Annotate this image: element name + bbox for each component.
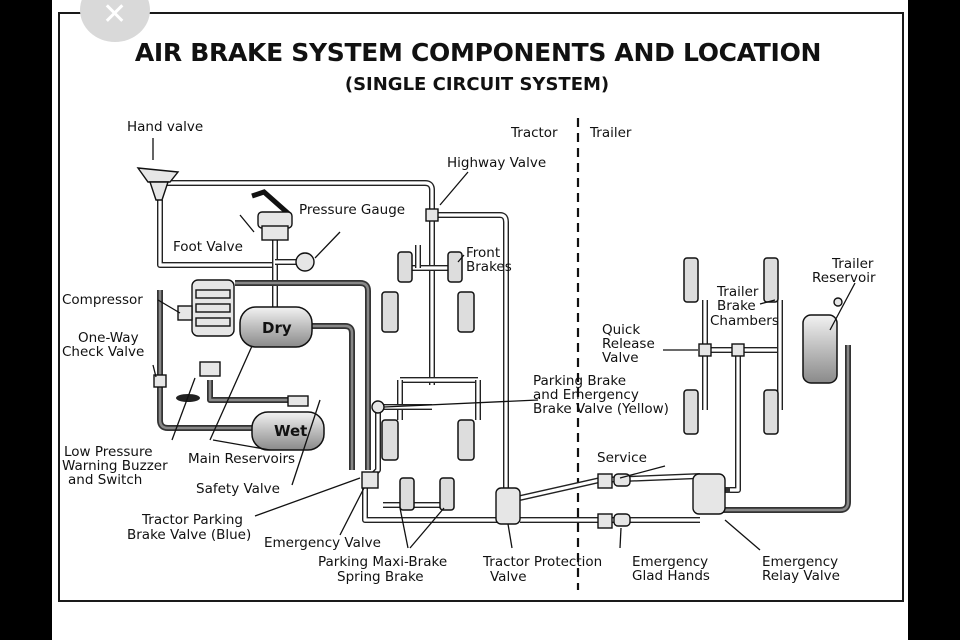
parking-emergency-label-3: Brake Valve (Yellow) [533,401,669,417]
highway-valve [425,208,439,222]
parking-emergency-label-2: and Emergency [533,387,639,403]
tractor-brake-chambers [381,251,475,511]
white-air-lines [157,180,783,523]
compressor-label: Compressor [62,292,143,308]
service-label: Service [597,450,647,466]
emergency-glad-label-2: Glad Hands [632,568,710,584]
low-pressure-label-1: Low Pressure [64,444,153,460]
dry-reservoir: Dry [239,306,313,348]
quick-release-valve [698,343,712,357]
hand-valve [136,167,180,201]
close-icon: ✕ [102,0,128,32]
safety-valve [287,395,309,407]
diagram-subtitle: (SINGLE CIRCUIT SYSTEM) [345,74,609,95]
front-brakes-label-1: Front [466,245,500,261]
diagram-title: AIR BRAKE SYSTEM COMPONENTS AND LOCATION [135,38,821,67]
parking-maxi-label-2: Spring Brake [337,569,424,585]
emergency-glad-label-1: Emergency [632,554,708,570]
wet-label: Wet [274,422,307,440]
safety-valve-label: Safety Valve [196,481,280,497]
parking-maxi-label-1: Parking Maxi-Brake [318,554,447,570]
trailer-brake-chambers [683,257,779,435]
tractor-protection-valve [495,487,521,525]
emergency-valve-label: Emergency Valve [264,535,381,551]
hand-valve-label: Hand valve [127,119,203,135]
low-pressure-label-2: Warning Buzzer [62,458,168,474]
tractor-parking-label-1: Tractor Parking [141,512,243,528]
parking-emergency-valve [371,400,385,414]
foot-valve-label: Foot Valve [173,239,243,255]
trailer-label: Trailer [589,125,632,141]
tractor-parking-label-2: Brake Valve (Blue) [127,527,251,543]
quick-release-label-3: Valve [602,350,639,366]
one-way-label-1: One-Way [78,330,139,346]
one-way-label-2: Check Valve [62,344,144,360]
trailer-chambers-label-3: Chambers [710,313,779,329]
pressure-gauge [295,252,315,272]
trailer-reservoir-label-2: Reservoir [812,270,876,286]
quick-release-label-1: Quick [602,322,640,338]
wet-reservoir: Wet [251,411,325,451]
tractor-parking-valve [361,471,379,489]
dry-label: Dry [262,319,292,337]
tractor-protection-label-1: Tractor Protection [482,554,602,570]
parking-emergency-label-1: Parking Brake [533,373,626,389]
trailer-chambers-label-2: Brake [717,298,756,314]
leader-lines [152,138,856,551]
front-brakes-label-2: Brakes [466,259,512,275]
trailer-reservoir-label-1: Trailer [831,256,874,272]
quick-release-label-2: Release [602,336,655,352]
low-pressure-label-3: and Switch [68,472,142,488]
trailer-chambers-label-1: Trailer [716,284,759,300]
emergency-relay-label-2: Relay Valve [762,568,840,584]
pressure-gauge-label: Pressure Gauge [299,202,405,218]
highway-valve-label: Highway Valve [447,155,546,171]
emergency-glad-hands [597,513,631,529]
low-pressure-switch [176,361,221,402]
compressor [177,279,235,337]
trailer-reservoir [802,297,843,384]
emergency-relay-valve [692,473,726,515]
trailer-junction [731,343,745,357]
emergency-relay-label-1: Emergency [762,554,838,570]
foot-valve [251,189,293,241]
main-reservoirs-label: Main Reservoirs [188,451,295,467]
one-way-check-valve [153,374,167,388]
dark-air-lines [157,280,851,513]
tractor-protection-label-2: Valve [490,569,527,585]
tractor-label: Tractor [510,125,558,141]
